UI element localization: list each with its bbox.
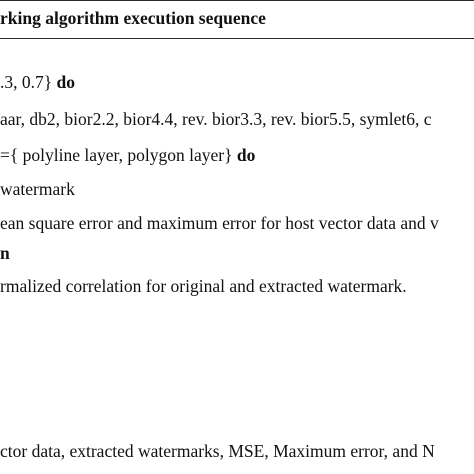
line-text: ={ polyline layer, polygon layer} (0, 145, 237, 165)
algorithm-line-4: watermark (0, 179, 75, 199)
line-text: ctor data, extracted watermarks, MSE, Ma… (0, 441, 435, 461)
algorithm-line-8: ctor data, extracted watermarks, MSE, Ma… (0, 441, 435, 461)
algorithm-line-3: ={ polyline layer, polygon layer} do (0, 145, 255, 165)
algorithm-line-6: n (0, 243, 10, 263)
line-text: rmalized correlation for original and ex… (0, 276, 407, 296)
algorithm-line-2: aar, db2, bior2.2, bior4.4, rev. bior3.3… (0, 109, 432, 129)
keyword-fragment: n (0, 243, 10, 263)
keyword-do: do (56, 72, 76, 92)
algorithm-title: rking algorithm execution sequence (0, 8, 266, 28)
algorithm-line-1: .3, 0.7} do (0, 72, 75, 92)
line-text: .3, 0.7} (0, 72, 57, 92)
line-text: watermark (0, 179, 75, 199)
line-text: aar, db2, bior2.2, bior4.4, rev. bior3.3… (0, 109, 432, 129)
keyword-do: do (236, 145, 256, 165)
line-text: ean square error and maximum error for h… (0, 213, 439, 233)
header-separator-rule (0, 38, 474, 39)
algorithm-line-7: rmalized correlation for original and ex… (0, 276, 407, 296)
algorithm-line-5: ean square error and maximum error for h… (0, 213, 439, 233)
top-border-rule (0, 0, 474, 1)
